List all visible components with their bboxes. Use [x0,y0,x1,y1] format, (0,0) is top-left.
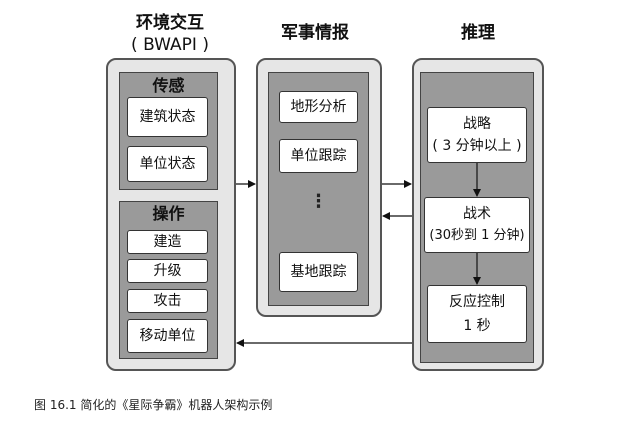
strategy-label: 战略 [463,116,491,132]
operate-title: 操作 [152,204,185,223]
reactive-control-box: 反应控制 1 秒 [427,285,527,343]
tactics-box: 战术 (30秒到 1 分钟) [424,197,530,253]
upgrade-label: 升级 [153,263,182,279]
build-label: 建造 [153,234,182,250]
terrain-analysis-box: 地形分析 [279,91,358,123]
env-column-title: 环境交互 ( BWAPI ) [100,12,240,56]
reason-column-title: 推理 [461,23,495,43]
strategy-box: 战略 ( 3 分钟以上 ) [427,107,527,163]
sensing-title: 传感 [152,76,185,95]
reactive-control-label: 反应控制 [449,294,505,310]
strategy-time: ( 3 分钟以上 ) [432,138,522,154]
tactics-label: 战术 [463,206,491,222]
building-state-box: 建筑状态 [127,97,208,137]
building-state-label: 建筑状态 [139,109,196,125]
figure-caption: 图 16.1 简化的《星际争霸》机器人架构示例 [34,398,273,412]
unit-state-box: 单位状态 [127,146,208,182]
env-title-line1: 环境交互 [136,13,204,33]
unit-state-label: 单位状态 [139,156,196,172]
tactics-time: (30秒到 1 分钟) [429,228,525,243]
upgrade-box: 升级 [127,259,208,283]
move-unit-label: 移动单位 [139,328,196,344]
build-box: 建造 [127,230,208,254]
base-tracking-label: 基地跟踪 [290,264,347,280]
base-tracking-box: 基地跟踪 [279,252,358,292]
env-title-line2: ( BWAPI ) [131,35,209,55]
terrain-analysis-label: 地形分析 [290,99,347,115]
attack-label: 攻击 [153,293,182,309]
intel-column-title: 军事情报 [281,23,349,43]
unit-tracking-label: 单位跟踪 [290,148,347,164]
reactive-control-time: 1 秒 [463,318,491,334]
unit-tracking-box: 单位跟踪 [279,139,358,173]
attack-box: 攻击 [127,289,208,313]
move-unit-box: 移动单位 [127,319,208,353]
